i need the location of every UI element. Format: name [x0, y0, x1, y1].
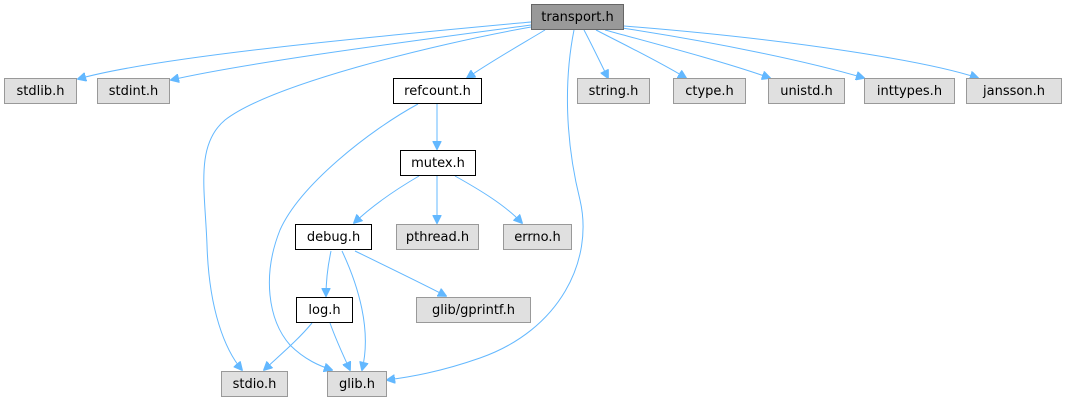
- edge-transport-string: [583, 29, 608, 78]
- edge-transport-glib: [387, 29, 584, 380]
- node-debug-h[interactable]: debug.h: [295, 224, 372, 250]
- edge-transport-stdio: [203, 26, 532, 370]
- node-jansson-h[interactable]: jansson.h: [966, 78, 1062, 104]
- node-mutex-h[interactable]: mutex.h: [400, 150, 476, 176]
- node-string-h[interactable]: string.h: [577, 78, 650, 104]
- node-glib-gprintf-h[interactable]: glib/gprintf.h: [416, 297, 531, 323]
- node-log-h[interactable]: log.h: [296, 297, 353, 323]
- node-pthread-h[interactable]: pthread.h: [396, 224, 479, 250]
- node-glib-h[interactable]: glib.h: [327, 371, 387, 397]
- edge-mutex-errno: [454, 175, 522, 223]
- node-unistd-h[interactable]: unistd.h: [768, 78, 845, 104]
- edge-transport-jansson: [623, 25, 978, 78]
- node-refcount-h[interactable]: refcount.h: [393, 78, 482, 104]
- node-stdio-h[interactable]: stdio.h: [221, 371, 288, 397]
- edge-transport-inttypes: [621, 27, 864, 78]
- node-inttypes-h[interactable]: inttypes.h: [864, 78, 955, 104]
- node-stdint-h[interactable]: stdint.h: [97, 78, 170, 104]
- edge-refcount-glib: [268, 103, 419, 370]
- edge-debug-glib: [341, 250, 365, 370]
- edge-transport-ctype: [595, 29, 686, 78]
- edge-transport-stdint: [171, 24, 532, 80]
- node-stdlib-h[interactable]: stdlib.h: [4, 78, 77, 104]
- node-errno-h[interactable]: errno.h: [503, 224, 572, 250]
- edge-debug-log: [326, 250, 332, 296]
- edge-mutex-debug: [354, 175, 420, 223]
- edge-transport-refcount: [467, 29, 546, 78]
- edge-log-glib: [329, 322, 350, 370]
- node-transport-h[interactable]: transport.h: [531, 4, 624, 30]
- edge-transport-stdlib: [78, 21, 532, 79]
- edge-transport-unistd: [604, 29, 770, 78]
- edge-log-stdio: [264, 322, 313, 370]
- node-ctype-h[interactable]: ctype.h: [673, 78, 746, 104]
- edge-debug-gprintf: [354, 250, 446, 296]
